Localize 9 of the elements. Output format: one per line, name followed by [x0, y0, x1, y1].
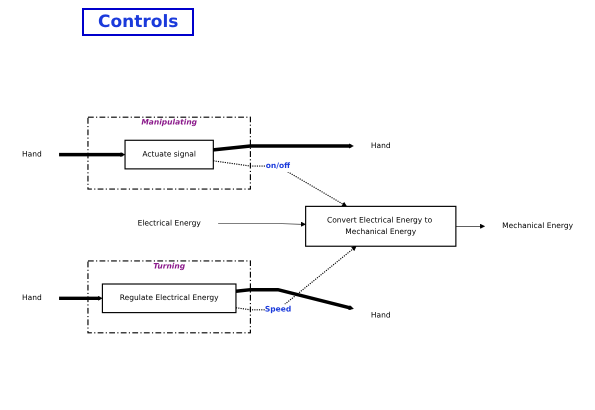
- arrow: [218, 222, 306, 227]
- arrow: [59, 296, 103, 301]
- arrow: [59, 152, 126, 158]
- arrow: [236, 246, 356, 310]
- arrow: [456, 224, 485, 229]
- arrow: [236, 288, 354, 310]
- arrow: [213, 143, 354, 152]
- diagram-title: Controls: [82, 8, 194, 36]
- arrow: [213, 160, 347, 207]
